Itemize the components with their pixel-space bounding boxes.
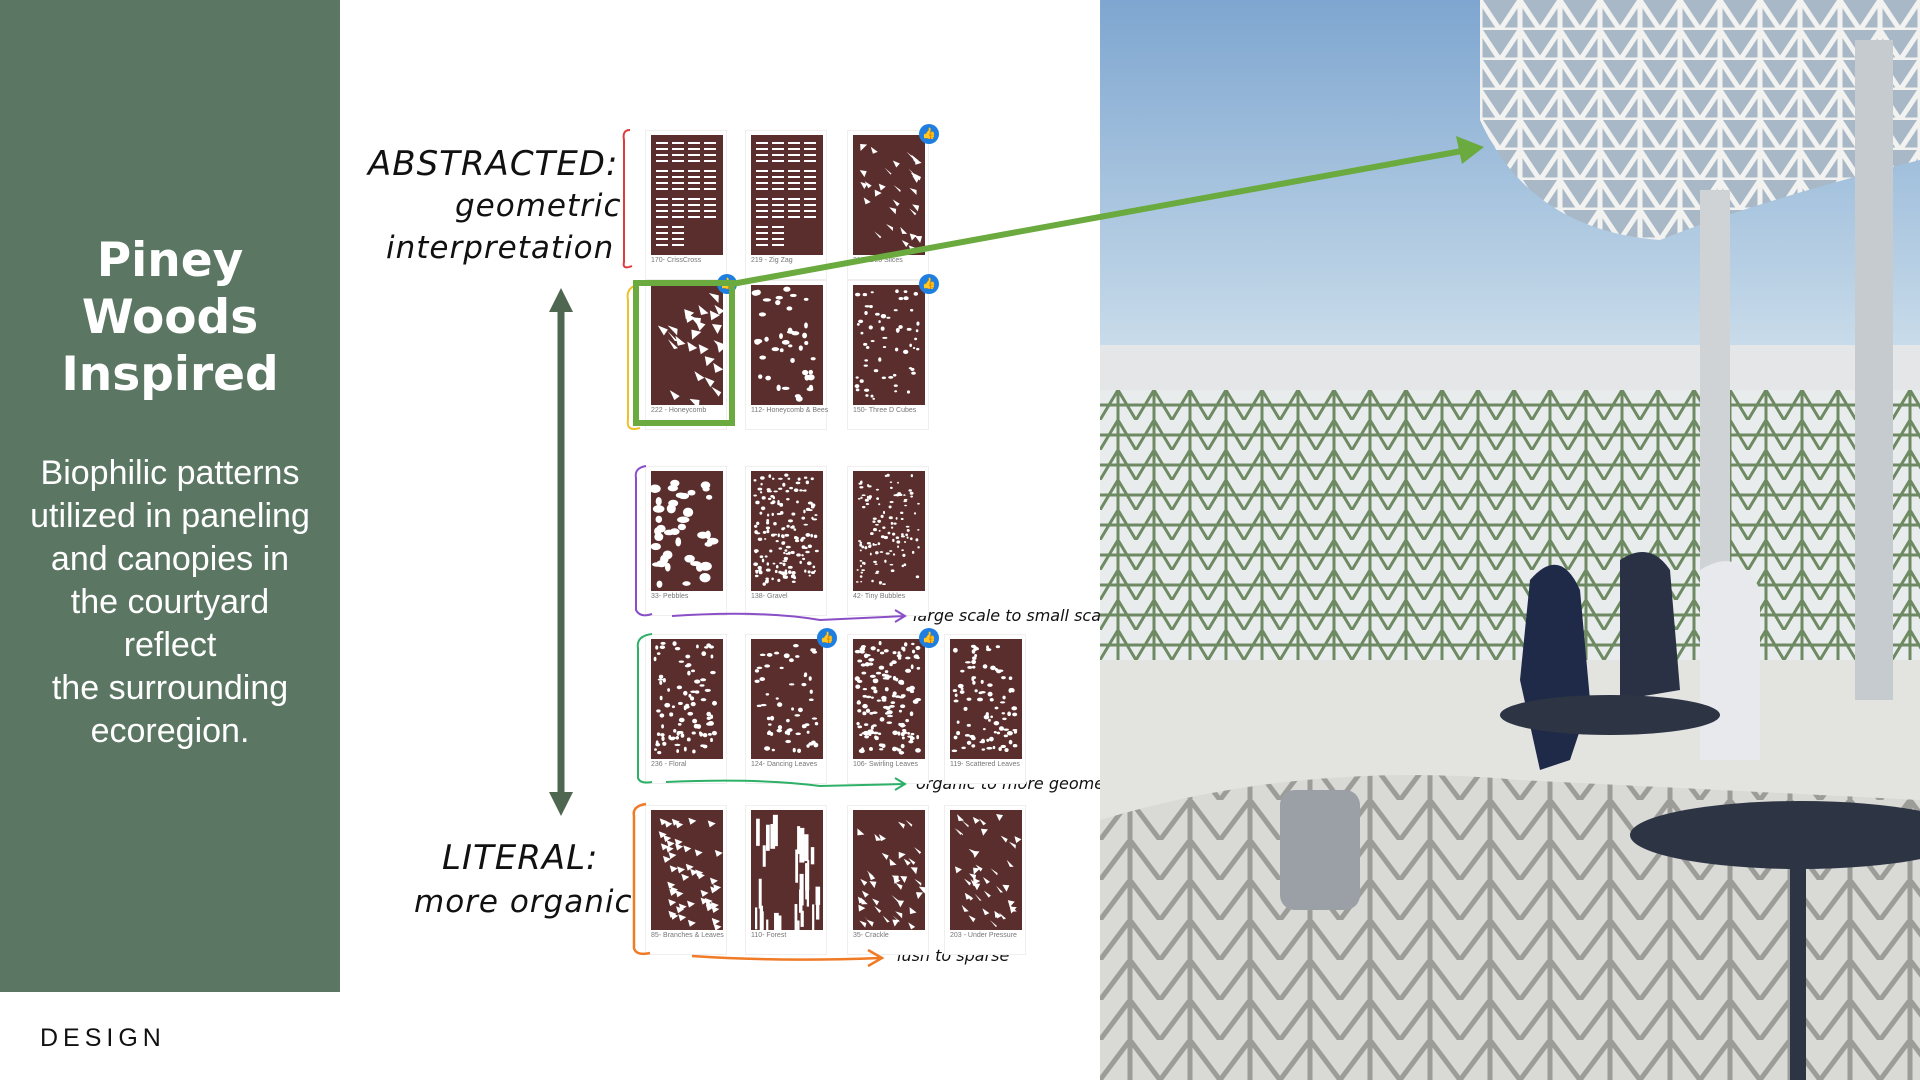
pattern-label: 106- Swirling Leaves [853,761,918,768]
body-line: reflect [123,626,217,664]
pattern-label: 236 - Floral [651,761,687,768]
pattern-tile[interactable]: 106- Swirling Leaves [847,634,929,784]
pattern-tile[interactable]: 112- Honeycomb & Bees [745,280,829,430]
pattern-label: 110- Forest [751,932,787,939]
title-line: Woods [81,290,259,345]
pattern-label: 35- Crackle [853,932,889,939]
arrow-purple [671,609,907,623]
pattern-image [853,810,925,930]
axis-arrowhead-up [549,288,573,312]
pattern-image [651,810,723,930]
pattern-label: 85- Branches & Leaves [651,932,724,939]
pattern-label: 222 - Honeycomb [651,407,707,414]
pattern-label: 219 - Zig Zag [751,257,793,264]
courtyard-photo [1100,0,1920,1080]
selected-pattern-highlight [633,280,735,426]
pattern-image [651,135,723,255]
like-thumbs-up-icon[interactable]: 👍 [919,274,939,294]
pointer-arrowhead [1456,136,1484,164]
pattern-image [651,471,723,591]
title-line: Inspired [61,347,279,402]
pattern-image [751,810,823,930]
geometric-label: geometric [455,188,622,224]
pattern-tile[interactable]: 35- Crackle [847,805,929,955]
pattern-tile[interactable]: 203 - Under Pressure [944,805,1026,955]
pattern-tile[interactable]: 85- Branches & Leaves [645,805,727,955]
slide-description: Biophilic patterns utilized in paneling … [0,452,340,753]
pattern-label: 124- Dancing Leaves [751,761,818,768]
more-organic-label: more organic [414,884,633,920]
literal-label: LITERAL: [442,838,599,878]
pattern-tile[interactable]: 138- Gravel [745,466,827,616]
pattern-label: 150- Three D Cubes [853,407,917,414]
body-line: utilized in paneling [30,497,310,535]
pattern-tile[interactable]: 170- CrissCross [645,130,727,280]
pattern-label: 203 - Under Pressure [950,932,1017,939]
pattern-image [651,639,723,759]
large-to-small-note: large scale to small scale [913,606,1116,625]
bracket-orange [632,802,651,956]
pattern-tile[interactable]: 110- Forest [745,805,827,955]
courtyard-photo-image [1100,0,1920,1080]
pattern-label: 119- Scattered Leaves [950,761,1020,768]
sidebar-panel: Piney Woods Inspired Biophilic patterns … [0,0,340,992]
pattern-label: 170- CrissCross [651,257,702,264]
bracket-green [636,633,653,784]
pattern-image [853,471,925,591]
pointer-arrow [731,148,1463,287]
pattern-image [751,471,823,591]
body-line: Biophilic patterns [40,454,300,492]
bracket-purple [634,465,653,617]
abstracted-label: ABSTRACTED: [368,144,619,184]
pattern-tile[interactable]: 219 - Zig Zag [745,130,827,280]
pattern-image [751,285,823,405]
section-label: DESIGN [40,1024,166,1052]
pattern-label: 33- Pebbles [651,593,689,600]
pattern-image [853,135,925,255]
pattern-label: 138- Gravel [751,593,788,600]
pattern-image [751,135,823,255]
pattern-label: 219- Geo Slices [853,257,903,264]
pattern-image [853,285,925,405]
pattern-image [950,810,1022,930]
slide-title: Piney Woods Inspired [0,232,340,403]
axis-arrowhead-down [549,792,573,816]
bracket-abstract-red [622,129,633,269]
pattern-label: 42- Tiny Bubbles [853,593,906,600]
pattern-label: 112- Honeycomb & Bees [751,407,829,414]
interpretation-label: interpretation [386,230,615,266]
pattern-image [751,639,823,759]
body-line: the courtyard [70,583,270,621]
pattern-tile[interactable]: 42- Tiny Bubbles [847,466,929,616]
like-thumbs-up-icon[interactable]: 👍 [919,628,939,648]
pattern-image [853,639,925,759]
arrow-orange [691,948,885,968]
title-line: Piney [96,233,244,288]
arrow-green-small [665,777,907,791]
pattern-tile[interactable]: 119- Scattered Leaves [944,634,1026,784]
pattern-image [950,639,1022,759]
pattern-image [651,285,723,405]
pattern-tile[interactable]: 150- Three D Cubes [847,280,929,430]
body-line: ecoregion. [90,712,250,750]
pattern-tile[interactable]: 33- Pebbles [645,466,727,616]
pattern-tile[interactable]: 222 - Honeycomb [645,280,727,430]
like-thumbs-up-icon[interactable]: 👍 [817,628,837,648]
pattern-tile[interactable]: 236 - Floral [645,634,727,784]
bracket-yellow [626,285,641,430]
pattern-tile[interactable]: 219- Geo Slices [847,130,929,280]
body-line: and canopies in [50,540,290,578]
body-line: the surrounding [51,669,289,707]
like-thumbs-up-icon[interactable]: 👍 [919,124,939,144]
